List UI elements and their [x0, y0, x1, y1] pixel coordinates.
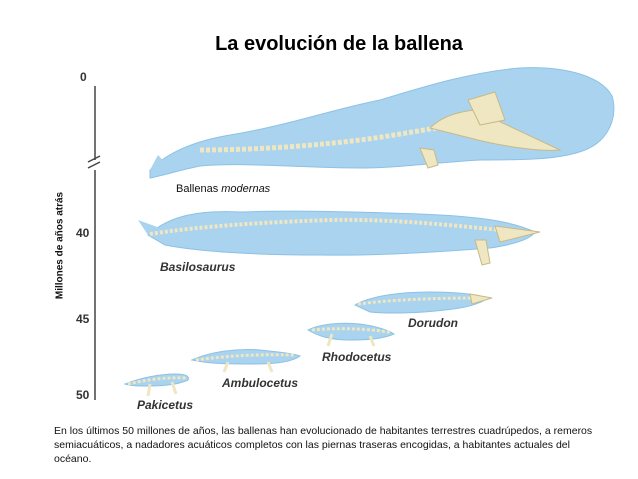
axis-break-mark	[87, 155, 101, 163]
caption-text: En los últimos 50 millones de años, las …	[54, 425, 593, 465]
modern-whales-label: Ballenas modernas	[176, 183, 270, 195]
ambulocetus-illustration	[190, 349, 302, 373]
modern-whale-illustration	[149, 67, 615, 179]
axis-label: Millones de años atrás	[54, 191, 66, 300]
species-label: Rhodocetus	[322, 350, 392, 364]
species-label: Basilosaurus	[160, 260, 236, 274]
species-label: Dorudon	[408, 316, 458, 330]
basilosaurus-illustration	[138, 210, 541, 266]
dorudon-illustration	[353, 291, 493, 314]
pakicetus-illustration	[123, 373, 189, 397]
axis-tick: 45	[76, 312, 90, 326]
species-label: Ambulocetus	[222, 376, 299, 390]
axis-tick: 50	[76, 388, 90, 402]
timeline-axis	[87, 86, 101, 400]
axis-tick: 0	[80, 70, 87, 84]
page-title: La evolución de la ballena	[215, 33, 463, 55]
modern-label-prefix: Ballenas	[176, 183, 222, 195]
modern-label-emphasis: modernas	[221, 183, 271, 195]
species-label: Pakicetus	[137, 398, 194, 412]
axis-break-mark	[87, 161, 101, 169]
axis-tick: 40	[76, 226, 90, 240]
rhodocetus-illustration	[306, 322, 396, 347]
